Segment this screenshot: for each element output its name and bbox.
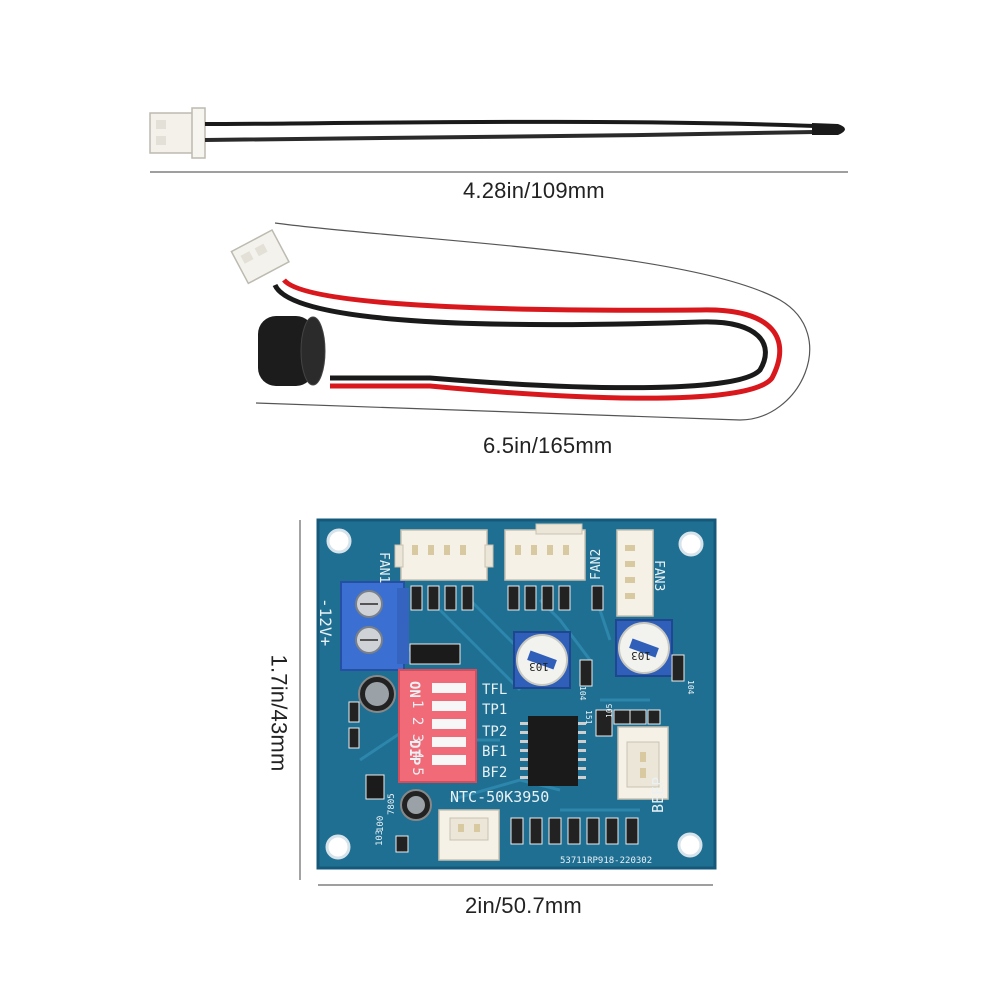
dip-numbers: 1 2 3 4 5 [409,700,425,776]
cap-label: 100 [376,816,386,832]
potentiometer-right [615,619,673,677]
buzzer-wire-black [272,283,768,391]
power-label: -12V+ [316,598,335,646]
bf2-label: BF2 [482,765,507,781]
ic-chip [520,716,586,786]
r104-left-label: 104 [578,686,587,701]
buzzer-face [300,316,326,386]
probe-wire [204,119,816,128]
pcb-board: FAN1 FAN2 FAN3 -12V+ ON DIP 1 2 3 4 5 TF… [316,518,717,870]
fan2-header [504,523,586,581]
fan1-header [394,529,494,581]
buzzer-cable [230,222,811,421]
serial-label: 53711RP918-220302 [560,856,652,866]
buzzer-body [258,316,314,386]
smd-resistors-top [409,585,604,665]
probe-connector-pin [156,120,166,129]
fan1-label: FAN1 [376,552,391,583]
board-width-label: 2in/50.7mm [465,893,582,918]
pot-right-label: 103 [631,649,651,662]
tp1-label: TP1 [482,702,507,718]
regulator-label: 7805 [387,793,397,815]
power-terminal-block [340,581,409,671]
probe-tip [812,123,845,135]
tfl-label: TFL [482,682,507,698]
potentiometer-left [513,631,571,689]
dip-on-label: ON [406,681,422,698]
sensor-header [438,809,500,861]
thermistor-probe [149,107,848,173]
mounting-holes [325,528,704,860]
tp2-label: TP2 [482,724,507,740]
probe-length-label: 4.28in/109mm [463,178,605,203]
ntc-label: NTC-50K3950 [450,788,549,806]
capacitor-small [400,789,432,821]
fan3-label: FAN3 [651,560,666,591]
r103-label: 103 [375,830,385,846]
buzzer-length-label: 6.5in/165mm [483,433,613,458]
r151-label: 151 [584,710,593,725]
capacitor [358,675,396,713]
fan2-label: FAN2 [589,549,604,580]
buzzer-connector [230,228,290,285]
r105-label: 105 [605,703,614,718]
dip-label: DIP [406,740,422,765]
board-height-label: 1.7in/43mm [266,654,292,772]
probe-connector-flange [191,107,206,159]
buzzer-wire-red [282,278,783,401]
probe-wire [204,130,816,142]
bf1-label: BF1 [482,744,507,760]
silkscreen-labels: FAN1 FAN2 FAN3 -12V+ ON DIP 1 2 3 4 5 TF… [316,549,695,866]
fan3-header [616,529,654,617]
r104-right-label: 104 [686,680,695,695]
beep-label: BEEP [649,777,667,813]
dip-switch [398,669,477,783]
probe-connector-pin [156,136,166,145]
pot-left-label: 103 [529,660,549,673]
beep-header [617,726,669,800]
smd-resistors-bottom [348,654,685,853]
buzzer-dimension-line [255,222,811,421]
probe-connector [149,112,196,154]
